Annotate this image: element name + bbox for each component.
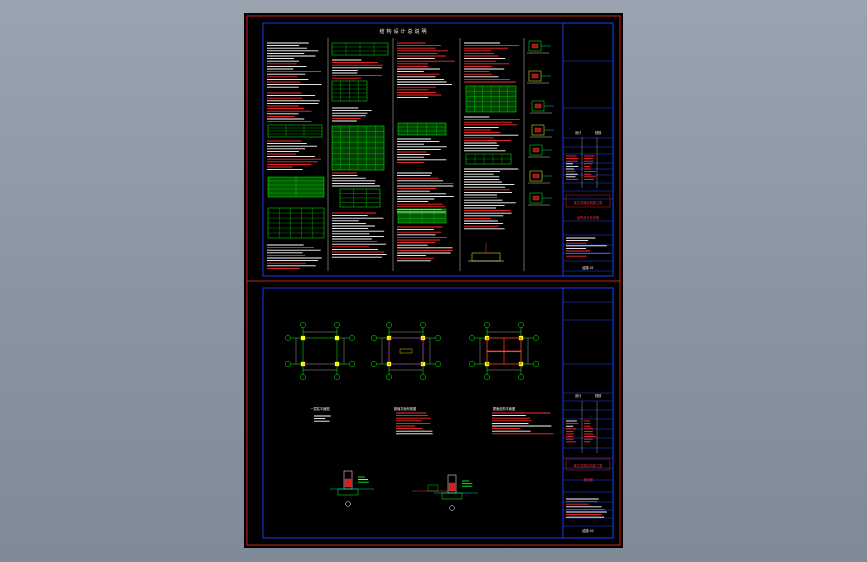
section-beam-box [427,484,439,492]
axis-bubble [334,374,340,380]
column-plan[interactable] [285,322,355,380]
sheet-1-title-block[interactable] [562,22,614,277]
section-tag [345,501,351,507]
detail-sketches [468,40,554,262]
axis-bubble [386,322,392,328]
detail-rebar [532,147,540,153]
axis-bubble [386,374,392,380]
sketch-footing [471,252,501,262]
axis-bubble [349,335,355,341]
opening [399,348,413,354]
column [334,335,340,341]
tb1-drawing-number: 结施-01 [582,265,594,270]
axis-bubble [334,322,340,328]
tb1-checker-label: 校核 [595,130,602,135]
axis-bubble [420,374,426,380]
axis-bubble [518,322,524,328]
axis-bubble [435,361,441,367]
sheet-1[interactable]: 结构设计总说明 设计 校核 某住宅楼结构施工图 结构设计总说明 结施-01 [262,22,614,277]
detail-rebar [534,103,542,109]
column [300,335,306,341]
sheet-2-title-block[interactable] [562,287,614,539]
tb2-project-name: 某住宅楼结构施工图 [574,463,603,468]
tb2-designer-label: 设计 [575,393,582,398]
title-block-1-lines [563,60,613,272]
tb1-designer-label: 设计 [575,130,582,135]
detail-rebar [532,195,540,201]
axis-bubble [469,335,475,341]
column-plan[interactable] [371,322,441,380]
tb1-drawing-name: 结构设计总说明 [577,215,599,220]
axis-bubble [300,374,306,380]
tb1-project-name: 某住宅楼结构施工图 [574,200,603,205]
axis-bubble [533,361,539,367]
detail-rebar [531,73,539,79]
tb2-checker-label: 校核 [595,393,602,398]
section-details [330,470,478,511]
axis-bubble [285,361,291,367]
axis-bubble [371,361,377,367]
notes-tables [267,42,517,239]
tb2-drawing-number: 结施-02 [582,528,594,533]
sheet-2-border [262,287,614,539]
detail-rebar [534,127,542,133]
axis-bubble [300,322,306,328]
axis-bubble [349,361,355,367]
section-footing [441,492,463,500]
tb-project-box [565,458,611,471]
detail-rebar [532,173,540,179]
axis-bubble [484,374,490,380]
general-notes-text [267,42,520,269]
axis-bubble [469,361,475,367]
cad-drawing[interactable]: 结构设计总说明 设计 校核 某住宅楼结构施工图 结构设计总说明 结施-01 [244,13,623,548]
tb-project-box [565,194,611,208]
plan-notes [314,412,554,435]
section-core [448,482,456,492]
sheet-1-heading: 结构设计总说明 [379,28,428,35]
table-frame [397,122,447,136]
axis-bubble [285,335,291,341]
axis-bubble [533,335,539,341]
axis-bubble [435,335,441,341]
section-core [344,478,352,488]
plan-title: 一层柱平面图 [310,406,329,411]
floor-plans[interactable] [285,322,539,380]
plan-title: 屋面结构平面图 [493,406,515,411]
detail-rebar [531,43,539,49]
tb2-drawing-name: 基础图 [583,477,593,482]
axis-bubble [518,374,524,380]
title-block-2-lines [563,301,613,527]
axis-bubble [371,335,377,341]
beam-outline [388,337,424,365]
axis-bubble [420,322,426,328]
sheet-2[interactable]: 设计 校核 某住宅楼结构施工图 基础图 结施-02 一层柱平面图 基础平面布置图… [262,287,614,539]
axis-bubble [484,322,490,328]
section-footing [337,488,359,496]
plan-title: 基础平面布置图 [394,406,416,411]
drawing-sheet[interactable]: 结构设计总说明 设计 校核 某住宅楼结构施工图 结构设计总说明 结施-01 [244,13,623,548]
section-tag [449,505,455,511]
outer-red-frame [246,15,621,546]
column-plan[interactable] [469,322,539,380]
